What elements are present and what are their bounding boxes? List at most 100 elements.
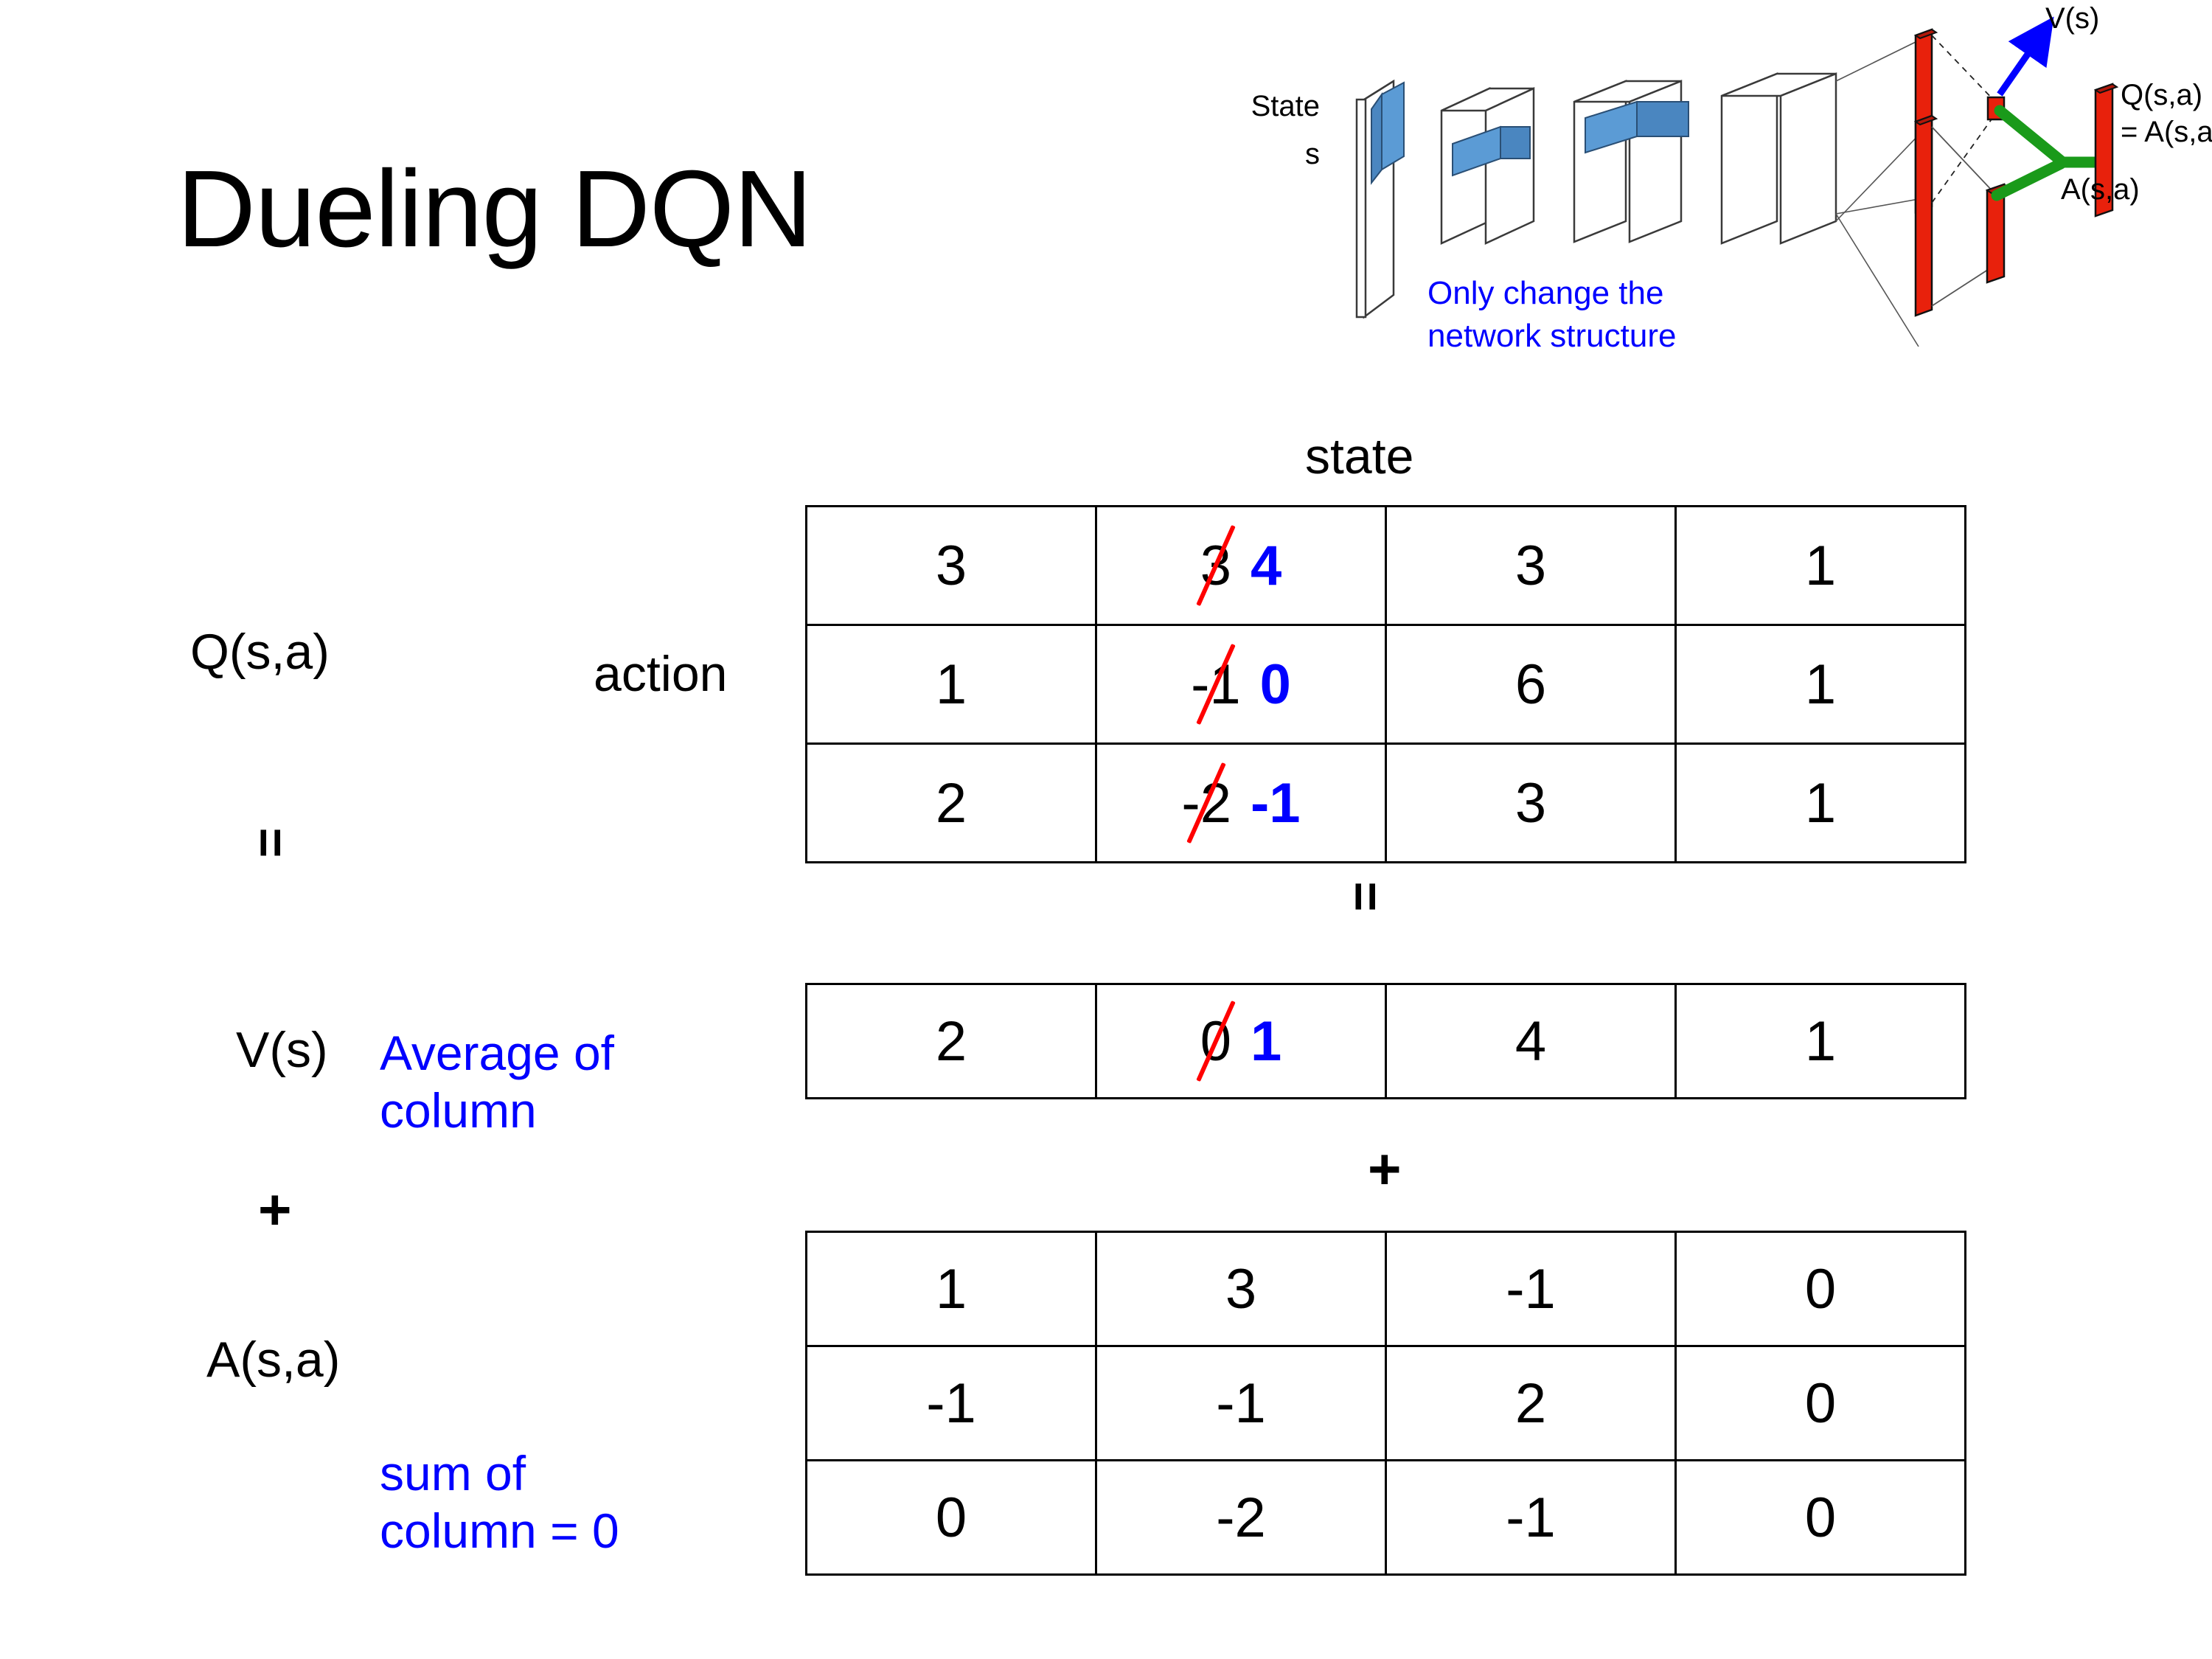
cell-value: 1 (1804, 771, 1837, 835)
diagram-state-label-line2: s (1305, 138, 1320, 170)
table-cell: 1 (1674, 624, 1966, 745)
table-cell: 1 (805, 1231, 1097, 1347)
cell-value: 0 (1804, 1371, 1837, 1435)
struck-old-value: -2 (1181, 762, 1231, 844)
cell-value: 0 (1804, 1486, 1837, 1549)
cell-value: 2 (1514, 1371, 1547, 1435)
table-cell: 0 (1674, 1231, 1966, 1347)
table-row: 20141 (805, 983, 1966, 1099)
diagram-note-line1: Only change the (1427, 275, 1663, 311)
value-arrow (1997, 16, 2054, 97)
table-cell: 3 (805, 505, 1097, 626)
struck-old-value: 3 (1196, 524, 1236, 607)
table-cell: 1 (805, 624, 1097, 745)
table-cell: 0 (1674, 1459, 1966, 1576)
diagram-state-label-line1: State (1251, 90, 1320, 122)
average-of-column-note: Average of column (380, 1026, 615, 1138)
value-dashed-links (1931, 35, 1997, 204)
table-cell: 34 (1095, 505, 1387, 626)
table-cell: -1 (805, 1345, 1097, 1461)
table-cell: 1 (1674, 983, 1966, 1099)
equals-sign-middle: = (1337, 881, 1395, 915)
advantage-stream-bar (1913, 114, 1938, 317)
table-row: 0 -2 -1 0 (805, 1459, 1966, 1576)
page-title: Dueling DQN (177, 148, 813, 270)
cell-value: 4 (1514, 1009, 1547, 1073)
table-row: 1 3 -1 0 (805, 1231, 1966, 1347)
table-cell: -2 -1 (1095, 742, 1387, 863)
cell-value: -1 (1506, 1257, 1556, 1321)
v-value-table: 20141 (805, 983, 1966, 1099)
table-cell: 6 (1385, 624, 1677, 745)
equals-sign-left: = (242, 827, 300, 861)
cell-value: 3 (1225, 1257, 1257, 1321)
corrected-value: 0 (1259, 653, 1291, 716)
strikethrough-mark (1196, 524, 1236, 607)
table-cell: -1 (1095, 1345, 1387, 1461)
table-cell: 01 (1095, 983, 1387, 1099)
cell-value: -1 (1216, 1371, 1266, 1435)
action-axis-label: action (594, 646, 728, 702)
table-row: 33431 (805, 505, 1966, 626)
strikethrough-mark (1196, 1000, 1236, 1082)
diagram-q-label-line1: Q(s,a) (2121, 79, 2202, 111)
conv-block-3 (1720, 72, 1837, 245)
table-cell: 3 (1385, 505, 1677, 626)
table-cell: 2 (1385, 1345, 1677, 1461)
diagram-note-line2: network structure (1427, 318, 1676, 354)
cell-value: -1 (1506, 1486, 1556, 1549)
table-cell: 3 (1095, 1231, 1387, 1347)
diagram-v-label: V(s) (2045, 2, 2099, 35)
corrected-value: 4 (1251, 534, 1282, 597)
cell-value: 1 (1804, 534, 1837, 597)
struck-old-value: 0 (1196, 1000, 1236, 1082)
sum-of-column-note: sum of column = 0 (380, 1446, 619, 1558)
corrected-value: -1 (1251, 771, 1301, 835)
aggregation-connector (1991, 105, 2106, 201)
table-cell: 2 (805, 742, 1097, 863)
v-function-label: V(s) (236, 1022, 328, 1078)
a-value-table: 1 3 -1 0 -1 -1 2 0 0 -2 -1 0 (805, 1231, 1966, 1576)
connector-lines (1835, 40, 1925, 347)
strikethrough-mark (1186, 762, 1226, 844)
cell-value: 3 (1514, 534, 1547, 597)
table-cell: -2 (1095, 1459, 1387, 1576)
cell-value: 2 (935, 1009, 967, 1073)
cell-value: -2 (1216, 1486, 1266, 1549)
table-row: 1 -1 0 6 1 (805, 624, 1966, 745)
cell-value: 3 (935, 534, 967, 597)
plus-sign-left: + (258, 1177, 292, 1242)
diagram-q-label-line2: = A(s,a)+V(s) (2121, 116, 2212, 148)
cell-value: 1 (935, 653, 967, 716)
table-row: -1 -1 2 0 (805, 1345, 1966, 1461)
plus-sign-middle: + (1368, 1136, 1402, 1201)
corrected-value: 1 (1251, 1009, 1282, 1073)
cell-value: 0 (935, 1486, 967, 1549)
table-cell: -1 (1385, 1231, 1677, 1347)
table-cell: -1 (1385, 1459, 1677, 1576)
conv-filter-1 (1452, 125, 1531, 177)
strikethrough-mark (1196, 643, 1236, 726)
cell-value: 3 (1514, 771, 1547, 835)
q-output-bar (2093, 83, 2119, 218)
table-row: 2 -2 -1 3 1 (805, 742, 1966, 863)
table-cell: 0 (1674, 1345, 1966, 1461)
table-cell: 0 (805, 1459, 1097, 1576)
cell-value: -1 (926, 1371, 976, 1435)
cell-value: 2 (935, 771, 967, 835)
table-cell: 1 (1674, 742, 1966, 863)
cell-value: 1 (1804, 1009, 1837, 1073)
input-filter-shape (1371, 81, 1405, 185)
cell-value: 6 (1514, 653, 1547, 716)
table-cell: 2 (805, 983, 1097, 1099)
table-cell: 1 (1674, 505, 1966, 626)
advantage-links (1931, 126, 1995, 307)
a-function-label: A(s,a) (206, 1332, 341, 1388)
table-cell: -1 0 (1095, 624, 1387, 745)
table-cell: 3 (1385, 742, 1677, 863)
struck-old-value: -1 (1191, 643, 1241, 726)
cell-value: 1 (1804, 653, 1837, 716)
state-axis-label: state (1305, 428, 1414, 484)
conv-filter-2 (1585, 100, 1689, 154)
